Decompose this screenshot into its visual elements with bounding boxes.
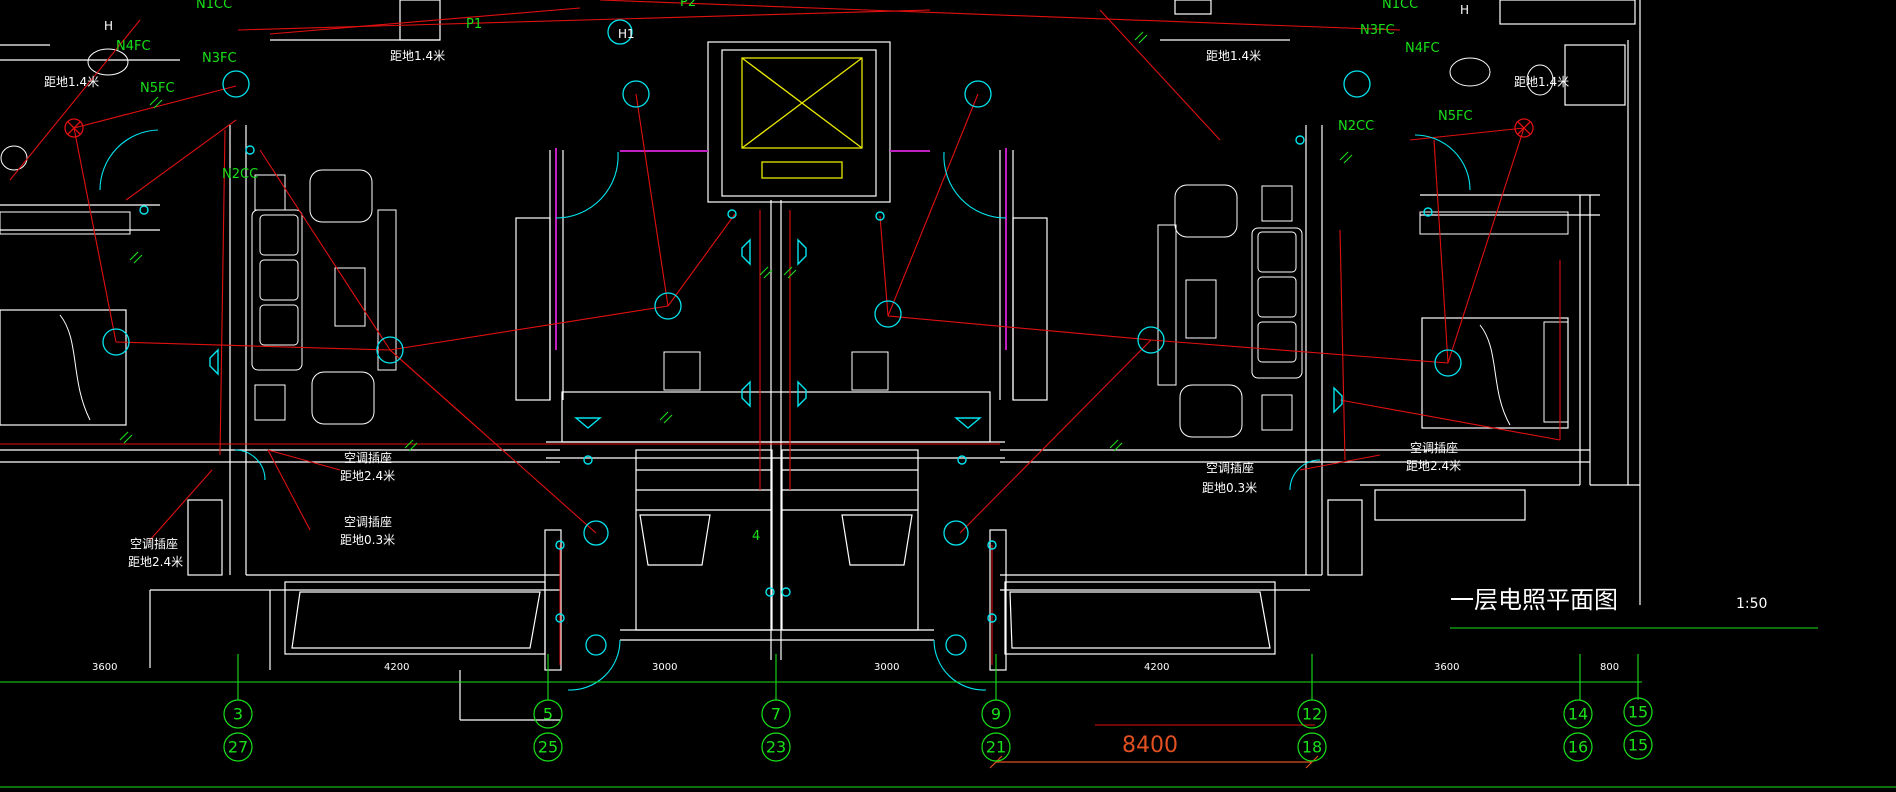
- drawing-title-block: 一层电照平面图 1:50: [1450, 586, 1767, 614]
- exhaust-fans: [64, 118, 1534, 138]
- label-n5fc-right: N5FC: [1438, 109, 1473, 124]
- dimension-lines: [0, 627, 1896, 788]
- circuit-labels: N1CC N1CC P1 P2 H1 H H N3FC N3FC N4FC N4…: [104, 0, 1473, 544]
- door-swings: [99, 129, 1471, 691]
- dim-2: 4200: [384, 662, 409, 673]
- label-p1: P1: [466, 17, 482, 32]
- axis-bottom-5: 18: [1302, 738, 1322, 757]
- note-ac-3: 空调插座: [130, 536, 178, 551]
- dim-1: 3600: [92, 662, 117, 673]
- note-height-2: 距地1.4米: [44, 75, 99, 89]
- label-n1cc-left: N1CC: [196, 0, 232, 12]
- label-n4fc-right: N4FC: [1405, 41, 1440, 56]
- label-n2cc-left: N2CC: [222, 167, 258, 182]
- axis-top-3: 7: [771, 705, 781, 724]
- grid-axis-labels: 3 5 7 9 12 14 15 27 25 23 21 18 16 15: [228, 703, 1648, 757]
- dim-6: 3600: [1434, 662, 1459, 673]
- axis-top-5: 12: [1302, 705, 1322, 724]
- dim-7: 800: [1600, 662, 1619, 673]
- grid-axis-bubbles: [223, 697, 1653, 762]
- note-ac-2: 空调插座: [344, 514, 392, 529]
- axis-bottom-6: 16: [1568, 738, 1588, 757]
- span-dimension: 8400: [989, 733, 1319, 769]
- note-ac-5-h: 距地2.4米: [1406, 459, 1461, 473]
- label-h1: H1: [618, 27, 635, 41]
- drawing-title: 一层电照平面图: [1450, 586, 1618, 614]
- dim-3: 3000: [652, 662, 677, 673]
- furniture: [0, 48, 1569, 438]
- axis-top-4: 9: [991, 705, 1001, 724]
- label-h-left: H: [104, 19, 113, 33]
- installation-notes: 距地1.4米 距地1.4米 距地1.4米 距地1.4米 空调插座 距地2.4米 …: [44, 49, 1569, 569]
- label-n2cc-right: N2CC: [1338, 119, 1374, 134]
- note-ac-4-h: 距地0.3米: [1202, 481, 1257, 495]
- note-ac-4: 空调插座: [1206, 460, 1254, 475]
- note-ac-1-h: 距地2.4米: [340, 469, 395, 483]
- axis-bottom-1: 27: [228, 738, 248, 757]
- label-n3fc-right: N3FC: [1360, 23, 1395, 38]
- light-fixtures: [102, 19, 1462, 656]
- note-height-3: 距地1.4米: [1206, 49, 1261, 63]
- axis-top-2: 5: [543, 705, 553, 724]
- elevator-car-symbol: [741, 57, 863, 179]
- axis-top-7: 15: [1628, 703, 1648, 722]
- label-p2: P2: [680, 0, 696, 10]
- axis-bottom-3: 23: [766, 738, 786, 757]
- architecture-walls: [0, 0, 1641, 721]
- label-n3fc-left: N3FC: [202, 51, 237, 66]
- note-ac-3-h: 距地2.4米: [128, 555, 183, 569]
- drawing-scale: 1:50: [1736, 596, 1767, 612]
- wiring-runs: [0, 0, 1561, 726]
- axis-bottom-2: 25: [538, 738, 558, 757]
- note-height-4: 距地1.4米: [1514, 75, 1569, 89]
- axis-top-6: 14: [1568, 705, 1588, 724]
- span-8400-text: 8400: [1122, 733, 1178, 758]
- note-ac-1: 空调插座: [344, 450, 392, 465]
- note-ac-5: 空调插座: [1410, 440, 1458, 455]
- axis-bottom-7: 15: [1628, 736, 1648, 755]
- lobby-door-frames: [555, 148, 1007, 350]
- note-ac-2-h: 距地0.3米: [340, 533, 395, 547]
- label-h-right: H: [1460, 3, 1469, 17]
- axis-top-1: 3: [233, 705, 243, 724]
- label-wire-count: 4: [752, 529, 760, 544]
- label-n1cc-right: N1CC: [1382, 0, 1418, 12]
- wall-switches: [139, 135, 1433, 623]
- label-n4fc-left: N4FC: [116, 39, 151, 54]
- label-n5fc-left: N5FC: [140, 81, 175, 96]
- note-height-1: 距地1.4米: [390, 49, 445, 63]
- dim-4: 3000: [874, 662, 899, 673]
- wire-hash-marks: [119, 31, 1353, 452]
- dimension-texts: 3600 4200 3000 3000 4200 3600 800: [92, 662, 1619, 673]
- dim-5: 4200: [1144, 662, 1169, 673]
- axis-bottom-4: 21: [986, 738, 1006, 757]
